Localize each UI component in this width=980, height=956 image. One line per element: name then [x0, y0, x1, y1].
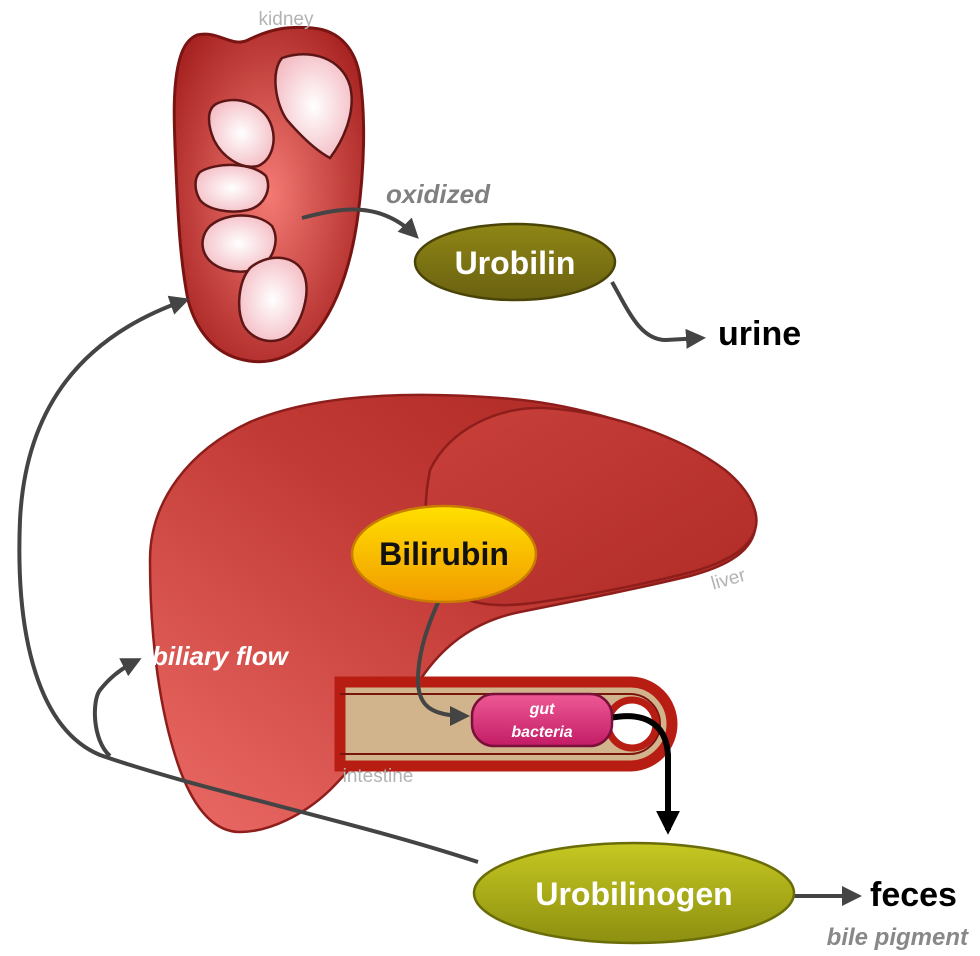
bile-pigment-label: bile pigment	[827, 924, 969, 951]
biliary-flow-label: biliary flow	[152, 641, 290, 671]
urobilin-node: Urobilin	[415, 224, 615, 300]
arrow-urobilin-to-urine	[612, 282, 702, 340]
urobilin-label: Urobilin	[455, 245, 576, 281]
feces-label: feces	[870, 876, 957, 914]
urobilinogen-node: Urobilinogen	[474, 843, 794, 943]
intestine-label: intestine	[343, 766, 414, 787]
urine-label: urine	[718, 315, 801, 353]
kidney	[174, 27, 363, 361]
gut-label: gut	[529, 701, 556, 718]
gut-bacteria-node: gut bacteria	[472, 694, 612, 746]
bacteria-label: bacteria	[511, 724, 572, 741]
kidney-label: kidney	[259, 9, 314, 30]
bilirubin-label: Bilirubin	[379, 536, 509, 572]
bilirubin-node: Bilirubin	[352, 506, 536, 602]
kidney-calyx-3	[196, 165, 268, 212]
arrow-biliary-flow	[95, 660, 138, 756]
urobilinogen-label: Urobilinogen	[535, 876, 732, 912]
oxidized-label: oxidized	[386, 179, 491, 209]
